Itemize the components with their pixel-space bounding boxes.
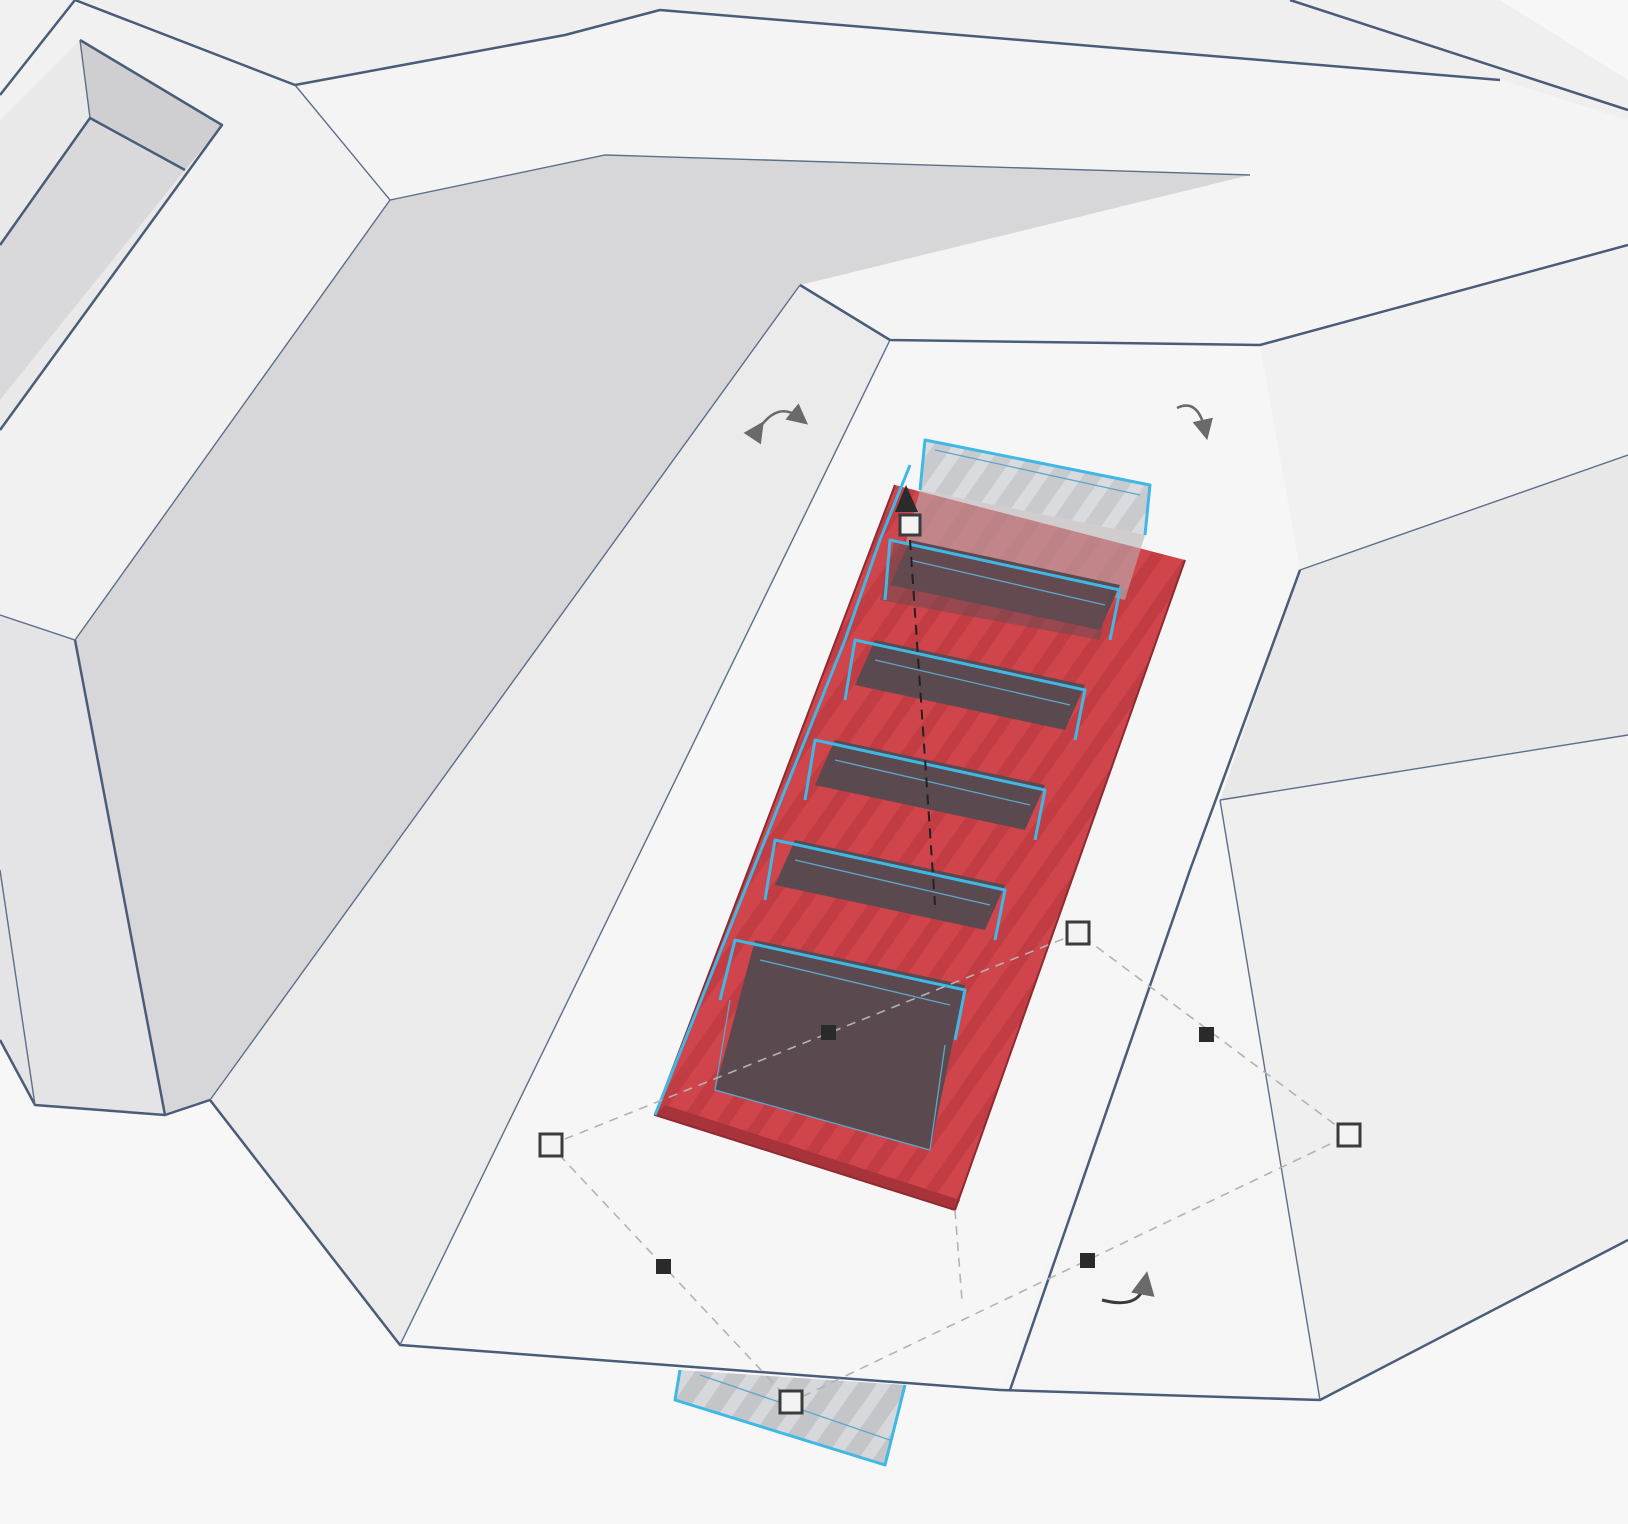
lift-handle[interactable]	[895, 485, 922, 537]
mid-handle-right[interactable]	[1199, 1027, 1214, 1042]
stair-object[interactable]	[653, 438, 1186, 1212]
rotate-arrow-icon[interactable]	[743, 403, 809, 445]
corner-handle-right[interactable]	[1336, 1122, 1362, 1148]
cone-arrow-icon[interactable]	[898, 513, 922, 537]
rotate-arrow-icon[interactable]	[1101, 1271, 1155, 1305]
background-edges	[0, 0, 1628, 1402]
transform-gizmo[interactable]	[538, 403, 1362, 1415]
mid-handle-left[interactable]	[656, 1259, 671, 1274]
background-structure	[0, 40, 1628, 1345]
corner-handle-top[interactable]	[1065, 920, 1091, 946]
lower-hole-box[interactable]	[673, 1369, 907, 1467]
stair-steps[interactable]	[714, 538, 1122, 1151]
corner-handle-left[interactable]	[538, 1132, 564, 1158]
corner-handle-bottom[interactable]	[778, 1389, 804, 1415]
rotate-arrow-icon[interactable]	[1176, 404, 1213, 441]
mid-handle-bottom[interactable]	[1080, 1253, 1095, 1268]
height-guide	[909, 539, 936, 906]
top-hole-box[interactable]	[905, 438, 1152, 600]
mid-handle-center[interactable]	[821, 1025, 836, 1040]
